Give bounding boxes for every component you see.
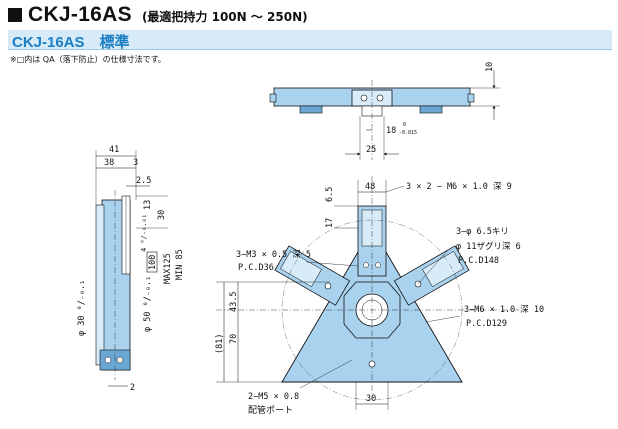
callout-m6-9: 3 × 2 − M6 × 1.0 深 9 [406, 182, 512, 192]
callout-phi11: φ 11ザグリ深 6 [456, 241, 521, 252]
top-dim-tol-upper: 0 [403, 122, 406, 128]
top-view: 10 18 0 -0.015 25 [269, 62, 500, 160]
front-dim-6-5: 6.5 [325, 187, 335, 202]
side-dim-41: 41 [109, 145, 119, 155]
callout-m6-10: 3−M6 × 1.0 深 10 [464, 305, 544, 315]
side-dim-max125: MAX125 [163, 253, 173, 284]
top-dim-25: 25 [366, 145, 376, 155]
side-dim-2: 2 [130, 383, 135, 393]
qa-note: ※□内は QA（落下防止）の仕様寸法です。 [10, 55, 166, 64]
page-title: CKJ-16AS (最適把持力 100N ～ 250N) [8, 2, 308, 28]
side-dim-4: 4 ⁰/₋₀.₀₁ [140, 214, 148, 252]
band-title: CKJ-16AS 標準 [12, 34, 130, 51]
callout-port: 配管ポート [248, 404, 293, 416]
front-dim-43-5: 43.5 [229, 292, 239, 312]
front-dim-17: 17 [325, 218, 335, 228]
side-dim-100: 100 [148, 255, 158, 270]
title-subtitle: (最適把持力 100N ～ 250N) [141, 10, 308, 24]
top-dim-18: 18 [386, 126, 396, 136]
front-dim-81: (81) [215, 334, 225, 354]
side-dim-phi30: φ 30 ⁰/₋₀.₁ [77, 280, 87, 336]
callout-pcd129: P.C.D129 [466, 319, 507, 329]
callout-m3: 3−M3 × 0.5 深 5 [236, 250, 311, 260]
title-main: CKJ-16AS [28, 3, 132, 26]
front-dim-48: 48 [365, 182, 375, 192]
side-dim-30: 30 [157, 210, 167, 220]
front-dim-70: 70 [229, 334, 239, 344]
callout-m5: 2−M5 × 0.8 [248, 392, 299, 402]
callout-pcd148: P.C.D148 [458, 256, 499, 266]
callout-phi65: 3−φ 6.5キリ [456, 227, 509, 237]
front-view: 48 3 × 2 − M6 × 1.0 深 9 17 6.5 3−M3 × 0.… [215, 176, 544, 416]
side-dim-phi50: φ 50 ⁰/₋₀.₁ [143, 276, 153, 332]
side-view: 41 38 3 2.5 13 30 4 ⁰/₋₀.₀₁ 100 MAX125 M… [77, 145, 185, 393]
side-dim-38: 38 [104, 158, 114, 168]
front-dim-30: 30 [366, 394, 376, 404]
title-square-icon [8, 8, 22, 22]
side-dim-min85: MIN 85 [175, 249, 185, 280]
top-dim-10: 10 [485, 62, 495, 72]
side-dim-13: 13 [143, 200, 153, 210]
side-dim-2-5: 2.5 [136, 176, 151, 186]
callout-pcd36: P.C.D36 [238, 263, 274, 273]
side-dim-3: 3 [133, 158, 138, 168]
top-dim-tol-lower: -0.015 [399, 130, 417, 136]
section-band: CKJ-16AS 標準 [8, 30, 612, 51]
